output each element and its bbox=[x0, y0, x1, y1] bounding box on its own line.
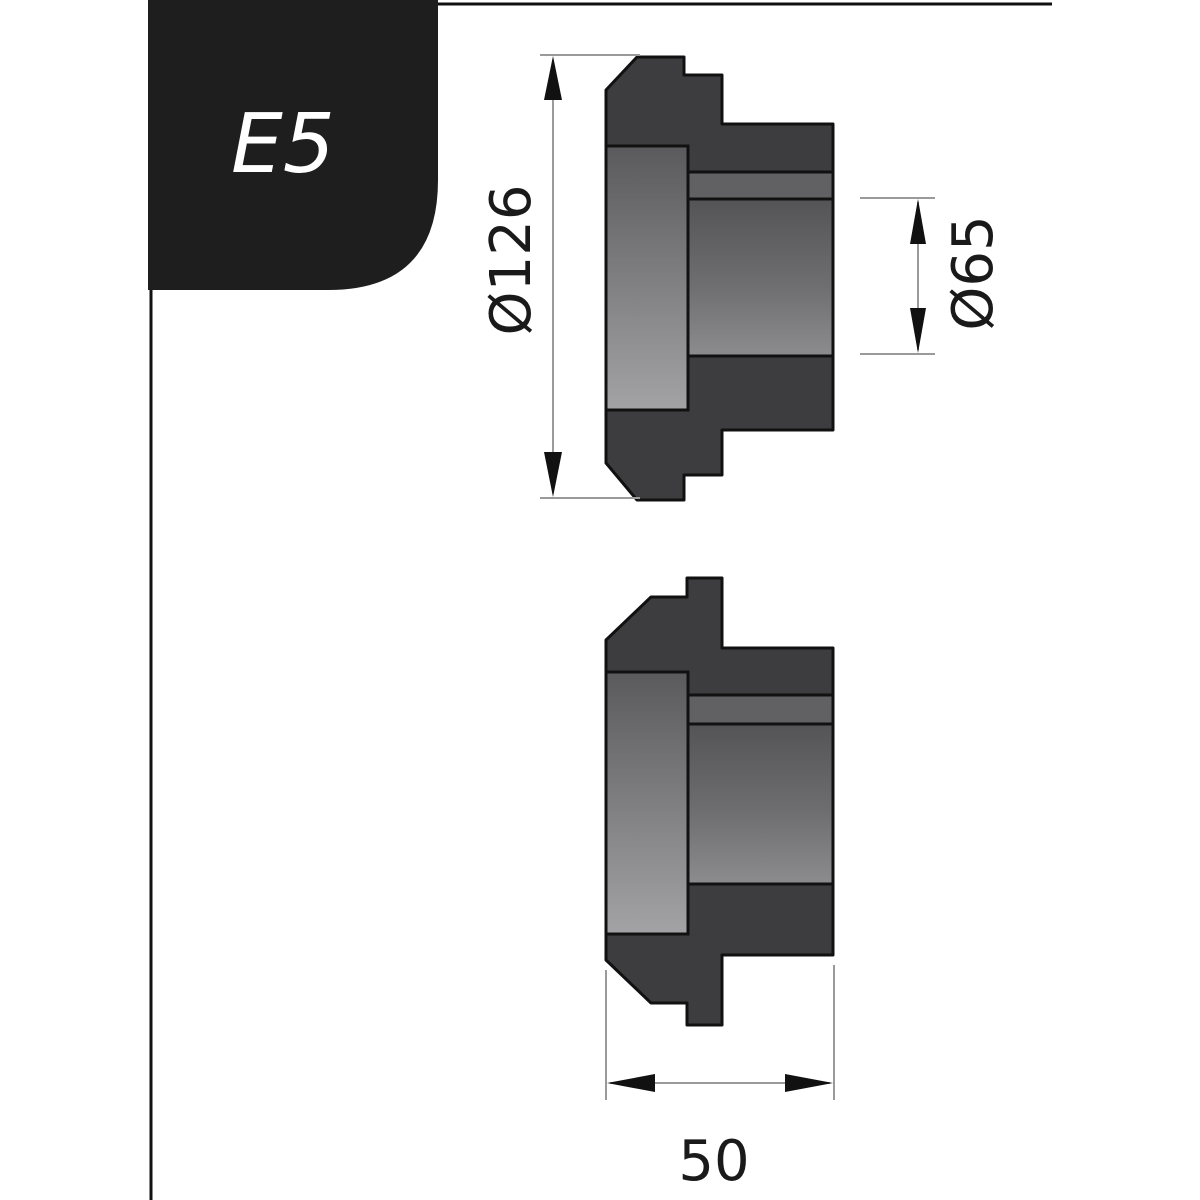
upper-roller-groove bbox=[686, 170, 835, 201]
lower-roller-groove bbox=[686, 693, 835, 726]
lower-roller bbox=[604, 576, 835, 1027]
upper-roller-bore bbox=[686, 197, 835, 358]
outer-diameter-label: Ø126 bbox=[479, 185, 544, 336]
inner-diameter-label: Ø65 bbox=[941, 215, 1006, 330]
width-label: 50 bbox=[678, 1129, 749, 1194]
badge-background bbox=[148, 0, 438, 290]
width-dimension: 50 bbox=[605, 965, 835, 1194]
width-dim-arrow-right bbox=[785, 1074, 833, 1092]
outer-dim-arrow-top bbox=[544, 56, 562, 100]
badge-label: E5 bbox=[231, 97, 335, 192]
upper-roller bbox=[604, 55, 835, 502]
lower-roller-bore bbox=[686, 722, 835, 886]
outer-dim-arrow-bottom bbox=[544, 452, 562, 497]
inner-dim-arrow-bottom bbox=[910, 308, 926, 353]
upper-roller-face bbox=[604, 144, 690, 412]
inner-dim-arrow-top bbox=[910, 199, 926, 244]
width-dim-arrow-left bbox=[607, 1074, 655, 1092]
lower-roller-face bbox=[604, 670, 690, 936]
inner-diameter-dimension: Ø65 bbox=[860, 197, 1006, 355]
outer-diameter-dimension: Ø126 bbox=[479, 54, 640, 499]
